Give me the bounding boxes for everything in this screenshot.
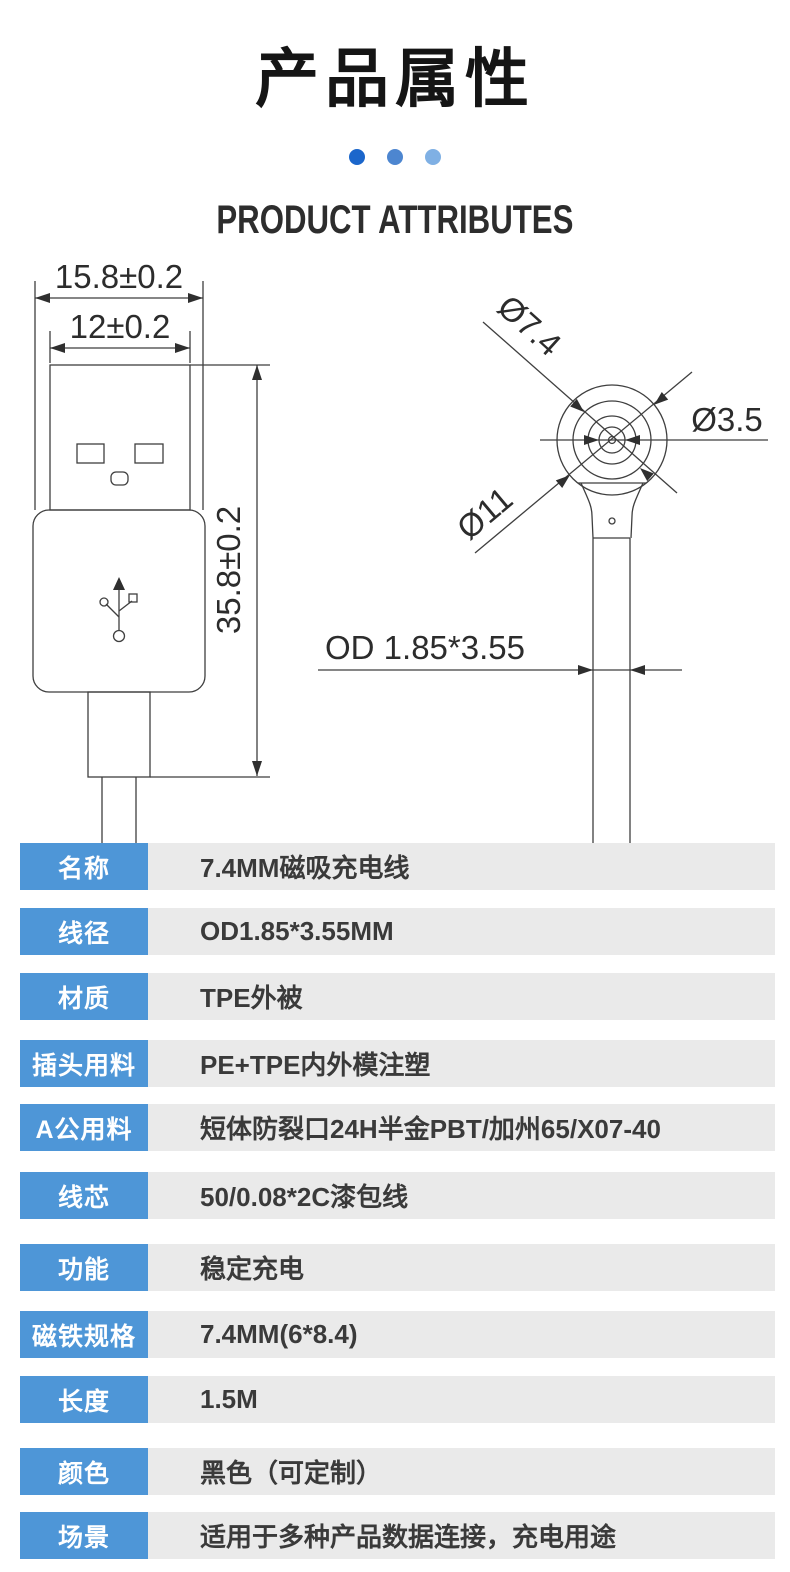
dim-label-dia-outer: Ø11 (450, 480, 520, 547)
spec-row-wire-diameter: 线径 OD1.85*3.55MM (20, 908, 775, 955)
title-divider-dots (0, 149, 790, 165)
magnetic-connector-drawing: Ø3.5 Ø7.4 Ø11 OD 1.85*3.55 (318, 288, 768, 845)
dim-label-cable-od: OD 1.85*3.55 (325, 629, 525, 666)
spec-label: 插头用料 (20, 1040, 148, 1087)
spec-label: 线径 (20, 908, 148, 955)
spec-row-scenario: 场景 适用于多种产品数据连接，充电用途 (20, 1512, 775, 1559)
spec-value: PE+TPE内外模注塑 (148, 1040, 775, 1087)
spec-label: 功能 (20, 1244, 148, 1291)
spec-label: 颜色 (20, 1448, 148, 1495)
technical-drawing: 15.8±0.2 12±0.2 35.8±0.2 (32, 258, 768, 845)
spec-value: 短体防裂口24H半金PBT/加州65/X07-40 (148, 1104, 775, 1151)
spec-row-function: 功能 稳定充电 (20, 1244, 775, 1291)
dot-icon (349, 149, 365, 165)
dim-label-usb-height: 35.8±0.2 (210, 506, 247, 634)
spec-label: 磁铁规格 (20, 1311, 148, 1358)
spec-row-name: 名称 7.4MM磁吸充电线 (20, 843, 775, 890)
spec-row-a-male-material: A公用料 短体防裂口24H半金PBT/加州65/X07-40 (20, 1104, 775, 1151)
page-title-en-text: PRODUCT ATTRIBUTES (216, 198, 574, 242)
dot-icon (387, 149, 403, 165)
spec-value: 适用于多种产品数据连接，充电用途 (148, 1512, 775, 1559)
spec-row-color: 颜色 黑色（可定制） (20, 1448, 775, 1495)
spec-value: 1.5M (148, 1376, 775, 1423)
page-title-cn: 产品属性 (255, 43, 535, 115)
spec-value: TPE外被 (148, 973, 775, 1020)
dim-label-dia-pin: Ø3.5 (691, 401, 763, 438)
spec-label: 线芯 (20, 1172, 148, 1219)
spec-row-plug-material: 插头用料 PE+TPE内外模注塑 (20, 1040, 775, 1087)
usb-connector-drawing: 15.8±0.2 12±0.2 35.8±0.2 (32, 258, 270, 845)
spec-row-material: 材质 TPE外被 (20, 973, 775, 1020)
dot-icon (425, 149, 441, 165)
usb-trident-icon (99, 577, 138, 643)
spec-row-length: 长度 1.5M (20, 1376, 775, 1423)
spec-row-wire-core: 线芯 50/0.08*2C漆包线 (20, 1172, 775, 1219)
dot-icon (387, 149, 403, 165)
dot-icon (349, 149, 365, 165)
spec-label: 名称 (20, 843, 148, 890)
spec-label: 场景 (20, 1512, 148, 1559)
spec-value: 黑色（可定制） (148, 1448, 775, 1495)
dim-label-usb-shell-width: 12±0.2 (70, 308, 171, 345)
dim-label-dia-face: Ø7.4 (491, 288, 569, 363)
page-title-en: PRODUCT ATTRIBUTES (0, 198, 790, 243)
spec-label: A公用料 (20, 1104, 148, 1151)
spec-value: 7.4MM磁吸充电线 (148, 843, 775, 890)
spec-value: 7.4MM(6*8.4) (148, 1311, 775, 1358)
spec-label: 长度 (20, 1376, 148, 1423)
dim-label-usb-outer-width: 15.8±0.2 (55, 258, 183, 295)
dot-icon (425, 149, 441, 165)
spec-label: 材质 (20, 973, 148, 1020)
spec-value: 稳定充电 (148, 1244, 775, 1291)
spec-value: 50/0.08*2C漆包线 (148, 1172, 775, 1219)
spec-value: OD1.85*3.55MM (148, 908, 775, 955)
spec-row-magnet-spec: 磁铁规格 7.4MM(6*8.4) (20, 1311, 775, 1358)
